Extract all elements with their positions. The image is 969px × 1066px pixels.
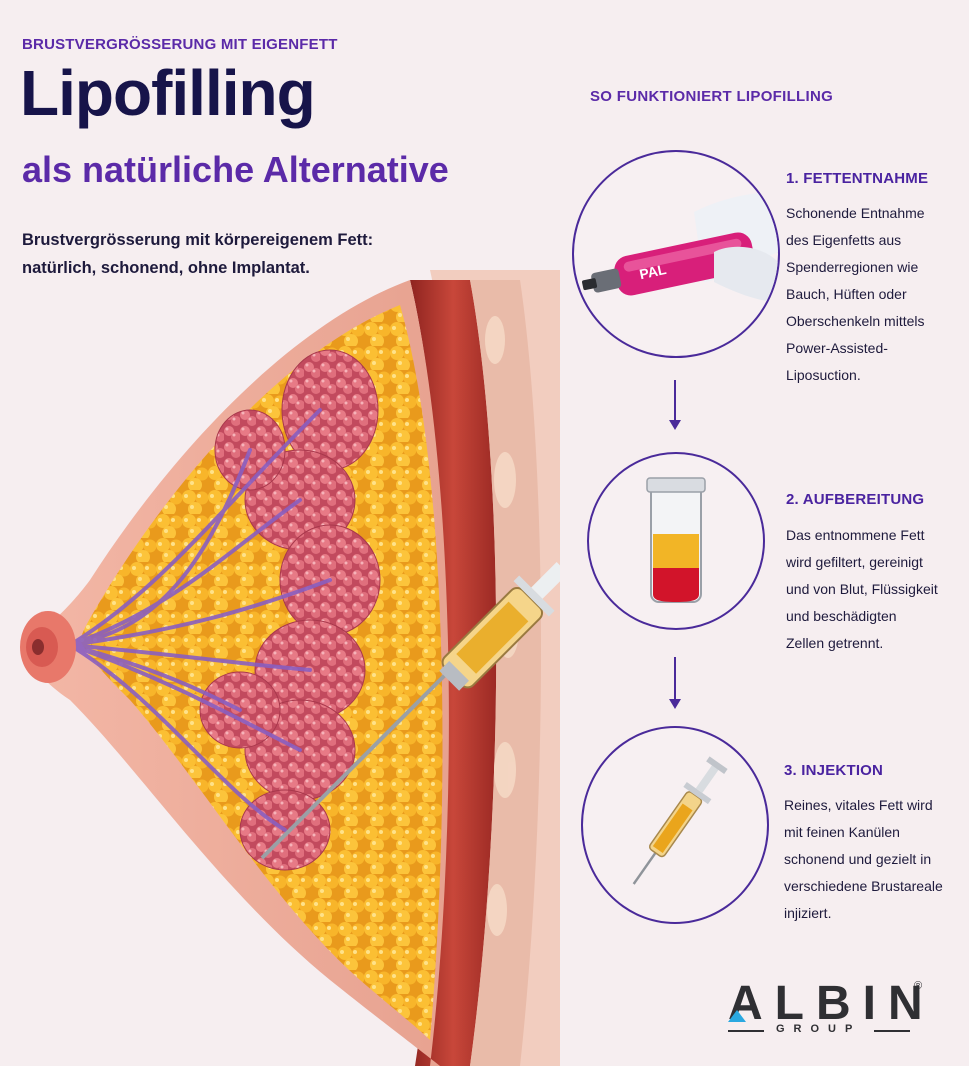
breast-anatomy-illustration [20, 270, 560, 1066]
step-1-line: Power-Assisted- [786, 340, 888, 356]
step-1-line: Bauch, Hüften oder [786, 286, 907, 302]
step-3-line: mit feinen Kanülen [784, 824, 900, 840]
step-1-line: Spenderregionen wie [786, 259, 919, 275]
step-3-heading: 3. INJEKTION [784, 762, 884, 779]
step-2-line: Zellen getrennt. [786, 635, 884, 651]
page-title: Lipofilling [20, 57, 316, 129]
lead-line-2: natürlich, schonend, ohne Implantat. [22, 259, 310, 277]
syringe-icon [260, 562, 560, 860]
step-2-line: und von Blut, Flüssigkeit [786, 581, 938, 597]
step-1-heading: 1. FETTENTNAHME [786, 170, 929, 187]
step-1-line: Liposuction. [786, 367, 861, 383]
arrow-down-icon [669, 657, 681, 709]
syringe-icon [632, 756, 728, 885]
step-1-text: Schonende Entnahme des Eigenfetts aus Sp… [786, 200, 966, 389]
step-1-line: Schonende Entnahme [786, 205, 925, 221]
step-3-line: Reines, vitales Fett wird [784, 797, 933, 813]
step-1-line: Oberschenkeln mittels [786, 313, 925, 329]
step-2-image [587, 452, 765, 630]
step-2-text: Das entnommene Fett wird gefiltert, gere… [786, 522, 966, 657]
logo-triangle-icon [728, 1010, 746, 1022]
logo-sub: GROUP [776, 1023, 862, 1035]
registered-mark: ® [914, 980, 923, 992]
eyebrow: BRUSTVERGRÖSSERUNG MIT EIGENFETT [22, 36, 338, 53]
lead-text: Brustvergrösserung mit körpereigenem Fet… [22, 226, 442, 282]
step-2-line: Das entnommene Fett [786, 527, 925, 543]
albin-group-logo: ALBIN ® GROUP [728, 976, 928, 1046]
page-subtitle: als natürliche Alternative [22, 149, 449, 190]
step-2-heading: 2. AUFBEREITUNG [786, 491, 925, 508]
step-2-line: wird gefiltert, gereinigt [786, 554, 923, 570]
test-tube-icon [646, 477, 706, 603]
process-title: SO FUNKTIONIERT LIPOFILLING [590, 88, 834, 105]
step-1-line: des Eigenfetts aus [786, 232, 902, 248]
arrow-down-icon [669, 380, 681, 430]
lead-line-1: Brustvergrösserung mit körpereigenem Fet… [22, 231, 374, 249]
step-3-line: verschiedene Brustareale [784, 878, 943, 894]
logo-name: ALBIN [728, 977, 935, 1030]
step-3-text: Reines, vitales Fett wird mit feinen Kan… [784, 792, 969, 927]
step-3-image [581, 726, 769, 924]
logo-rule-right [874, 1030, 910, 1032]
liposuction-device-icon: PAL [582, 192, 778, 302]
logo-rule-left [728, 1030, 764, 1032]
step-3-line: injiziert. [784, 905, 832, 921]
step-2-line: und beschädigten [786, 608, 897, 624]
device-label: PAL [638, 261, 668, 282]
step-1-image: PAL [572, 150, 780, 358]
step-3-line: schonend und gezielt in [784, 851, 932, 867]
